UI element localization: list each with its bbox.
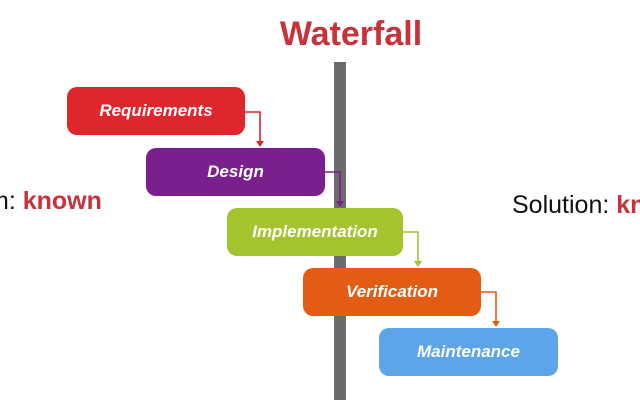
connector-design-to-implementation	[325, 171, 341, 202]
problem-caption-prefix: m:	[0, 187, 16, 215]
stage-maintenance: Maintenance	[379, 328, 558, 376]
connector-requirements-to-design	[245, 111, 261, 142]
solution-caption-keyword: kn	[616, 191, 640, 219]
problem-caption-keyword: known	[22, 187, 102, 215]
stage-label: Implementation	[252, 222, 378, 241]
connector-verification-to-maintenance	[481, 291, 497, 322]
stage-label: Verification	[346, 282, 438, 301]
stage-label: Design	[207, 162, 264, 181]
stage-requirements: Requirements	[67, 87, 245, 135]
connector-implementation-to-verification	[403, 231, 419, 262]
arrowhead-verification-to-maintenance	[492, 321, 500, 327]
stage-label: Requirements	[99, 101, 213, 120]
diagram-title: Waterfall	[279, 15, 423, 53]
arrowhead-implementation-to-verification	[414, 261, 422, 267]
solution-caption: Solution: kn	[512, 190, 640, 220]
problem-caption: m: known	[0, 186, 102, 216]
stage-implementation: Implementation	[227, 208, 403, 256]
solution-caption-prefix: Solution:	[512, 191, 617, 219]
stage-design: Design	[146, 148, 325, 196]
stage-label: Maintenance	[417, 342, 520, 361]
stage-verification: Verification	[303, 268, 481, 316]
arrowhead-design-to-implementation	[336, 201, 344, 207]
arrowhead-requirements-to-design	[256, 141, 264, 147]
